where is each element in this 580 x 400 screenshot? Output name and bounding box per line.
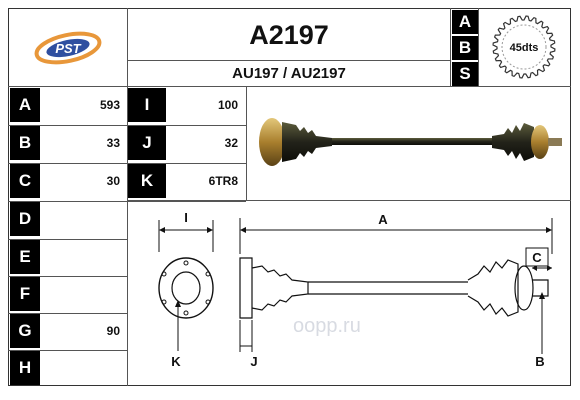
row-divider xyxy=(8,276,127,277)
column-divider xyxy=(246,86,247,200)
inner-boot xyxy=(282,122,332,162)
abs-letter-s: S xyxy=(452,62,478,86)
teeth-count: 45dts xyxy=(510,42,539,54)
axle-shaft xyxy=(332,138,492,145)
outer-joint xyxy=(531,125,549,159)
gear-inner-ring xyxy=(501,24,547,70)
divider-logo xyxy=(127,8,128,86)
spec-value-a: 593 xyxy=(99,98,120,112)
spec-letter-d: D xyxy=(10,202,40,236)
spec-letter-a: A xyxy=(10,88,40,122)
pst-logo: PST xyxy=(34,31,102,65)
section-divider xyxy=(127,200,571,201)
spec-value-d xyxy=(42,201,120,237)
divider-header-bottom xyxy=(8,86,571,87)
spec-value-e xyxy=(42,239,120,275)
spec-letter-j: J xyxy=(128,126,166,160)
watermark: oopp.ru xyxy=(293,315,361,337)
sheet-frame xyxy=(8,8,571,386)
spec-value-i: 100 xyxy=(217,98,238,112)
abs-letter-b: B xyxy=(452,36,478,60)
technical-drawing: I K A C J B xyxy=(158,210,553,369)
dim-label-j: J xyxy=(250,354,257,369)
logo-text: PST xyxy=(55,41,81,56)
spec-letter-i: I xyxy=(128,88,166,122)
spec-value-h xyxy=(42,350,120,386)
spec-letter-g: G xyxy=(10,314,40,348)
dim-label-c: C xyxy=(532,250,542,265)
outer-boot xyxy=(492,123,534,161)
spec-letter-h: H xyxy=(10,351,40,385)
divider-title xyxy=(127,60,450,61)
gear-icon: 45dts xyxy=(492,15,556,79)
dim-label-a: A xyxy=(378,212,388,227)
spec-letter-f: F xyxy=(10,277,40,311)
part-number: A2197 xyxy=(249,19,329,50)
spec-value-j: 32 xyxy=(224,136,238,150)
spec-letter-k: K xyxy=(128,164,166,198)
row-divider xyxy=(8,239,127,240)
spec-value-b: 33 xyxy=(106,136,120,150)
spec-letter-c: C xyxy=(10,164,40,198)
spec-value-f xyxy=(42,276,120,312)
spec-letter-e: E xyxy=(10,240,40,274)
reference-numbers: AU197 / AU2197 xyxy=(232,64,346,82)
spline-stub xyxy=(548,138,562,146)
row-divider xyxy=(8,350,127,351)
column-divider xyxy=(127,86,128,386)
spec-value-k: 6TR8 xyxy=(208,174,238,188)
dim-label-b: B xyxy=(535,354,544,369)
spec-value-c: 30 xyxy=(106,174,120,188)
spec-value-g: 90 xyxy=(106,324,120,338)
product-photo xyxy=(259,118,562,166)
row-divider xyxy=(8,313,127,314)
inner-joint xyxy=(259,118,285,166)
spec-letter-b: B xyxy=(10,126,40,160)
divider-abs xyxy=(450,8,451,86)
shaft-outline xyxy=(239,257,549,319)
abs-letter-a: A xyxy=(452,10,478,34)
divider-teeth xyxy=(478,8,479,86)
dim-label-k: K xyxy=(171,354,181,369)
dim-label-i: I xyxy=(184,210,188,225)
flange-face xyxy=(158,257,214,319)
